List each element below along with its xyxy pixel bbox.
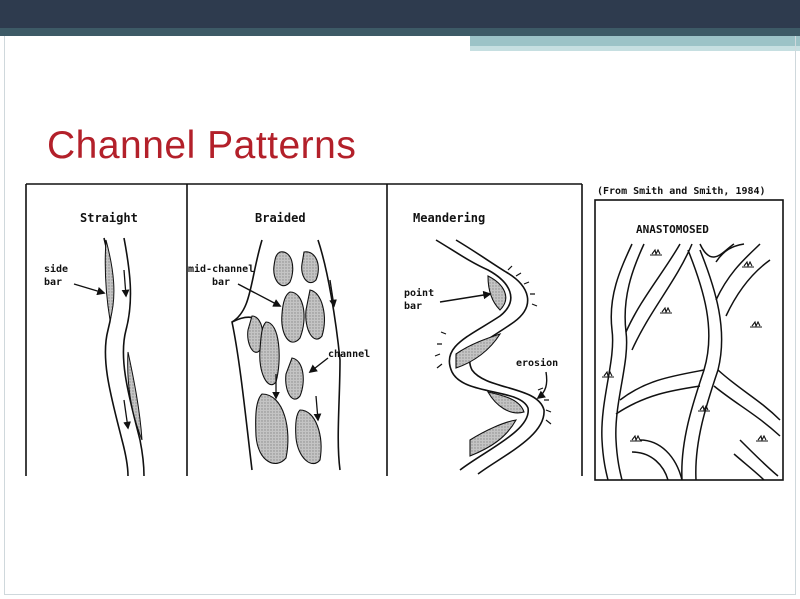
braided-mid-channel-bars [247, 251, 325, 465]
straight-flow-arrow-2 [123, 399, 131, 430]
braided-panel: Braided mid-channel bar channel [188, 211, 370, 471]
straight-side-bar-lower [127, 351, 143, 441]
anastomosed-label: ANASTOMOSED [636, 223, 709, 236]
erosion-label: erosion [516, 357, 558, 369]
straight-label: Straight [80, 211, 138, 225]
mid-channel-label: mid-channel [188, 263, 254, 275]
straight-bar-label: bar [44, 277, 62, 288]
point-bar-arrow [439, 290, 492, 303]
header-stripe [0, 28, 800, 36]
panel-frames [25, 183, 784, 481]
meandering-label: Meandering [413, 211, 485, 225]
marsh-symbols [602, 248, 768, 442]
straight-side-label: side [44, 263, 68, 275]
source-note: (From Smith and Smith, 1984) [597, 185, 766, 197]
channel-arrow [308, 357, 329, 374]
braided-flow-arrow-2 [313, 395, 322, 422]
point-label: point [404, 287, 434, 299]
anastomosed-channels [601, 243, 781, 481]
meandering-panel: Meandering point bar erosion [404, 211, 558, 475]
braided-flow-arrow-1 [329, 279, 337, 308]
channel-label: channel [328, 349, 370, 360]
straight-side-bar-upper [104, 239, 115, 321]
straight-panel: Straight side bar [44, 211, 145, 477]
header-bar [0, 0, 800, 28]
straight-flow-arrow-1 [121, 269, 130, 298]
anastomosed-panel: (From Smith and Smith, 1984) ANASTOMOSED [597, 185, 781, 481]
header-accent-band [470, 36, 800, 46]
side-bar-arrow [73, 283, 106, 296]
mid-channel-bar-arrow [237, 283, 282, 307]
header-accent-band-light [470, 46, 800, 51]
point-bar-label: bar [404, 301, 422, 312]
mid-channel-bar-label: bar [212, 277, 230, 288]
meandering-point-bars [455, 275, 525, 457]
erosion-arrow [536, 371, 548, 400]
erosion-bank-marks [434, 265, 552, 425]
slide-frame [4, 36, 796, 595]
braided-label: Braided [255, 211, 306, 225]
slide-title: Channel Patterns [47, 124, 357, 167]
